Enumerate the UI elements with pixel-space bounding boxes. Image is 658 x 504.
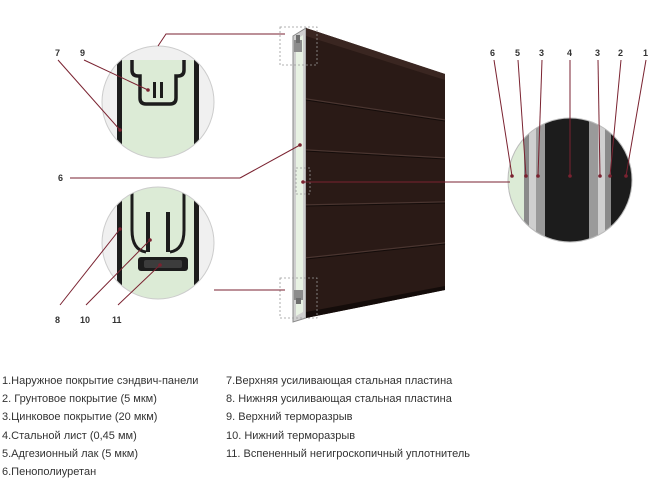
callout-6-left: 6 (58, 173, 63, 183)
legend-item-3: 3.Цинковое покрытие (20 мкм) (2, 411, 158, 424)
callout-8: 8 (55, 315, 60, 325)
legend-item-6: 6.Пенополиуретан (2, 466, 97, 479)
legend-left: 1.Наружное покрытие сэндвич-панели 2. Гр… (2, 372, 198, 481)
callout-10: 10 (80, 315, 90, 325)
legend-item-11: 11. Вспененный негигроскопичный уплотнит… (226, 447, 471, 460)
callout-3-first: 3 (539, 48, 544, 58)
legend-item-4: 4.Стальной лист (0,45 мм) (2, 429, 137, 442)
legend-item-10: 10. Нижний терморазрыв (226, 429, 356, 442)
detail-circle-bottom (101, 186, 215, 300)
callout-4: 4 (567, 48, 572, 58)
legend-item-5: 5.Адгезионный лак (5 мкм) (2, 447, 138, 460)
leader-dots (118, 88, 628, 267)
callout-9: 9 (80, 48, 85, 58)
callout-7: 7 (55, 48, 60, 58)
legend-item-7: 7.Верхняя усиливающая стальная пластина (226, 375, 453, 387)
callout-3-second: 3 (595, 48, 600, 58)
legend-item-8: 8. Нижняя усиливающая стальная пластина (226, 393, 452, 406)
leader-lines (57, 33, 647, 306)
callout-11: 11 (112, 315, 122, 325)
legend-item-2: 2. Грунтовое покрытие (5 мкм) (2, 393, 157, 406)
callout-5: 5 (515, 48, 520, 58)
callout-1: 1 (643, 48, 648, 58)
callout-6-right: 6 (490, 48, 495, 58)
legend-item-9: 9. Верхний терморазрыв (226, 411, 353, 424)
legend-item-1: 1.Наружное покрытие сэндвич-панели (2, 375, 199, 387)
panel-main (279, 26, 446, 323)
callout-2: 2 (618, 48, 623, 58)
sandwich-panel-diagram: 7 9 6 8 10 11 6 5 3 4 3 2 1 (55, 26, 648, 325)
legend-right: 7.Верхняя усиливающая стальная пластина … (226, 372, 470, 463)
detail-circle-top (101, 45, 215, 159)
